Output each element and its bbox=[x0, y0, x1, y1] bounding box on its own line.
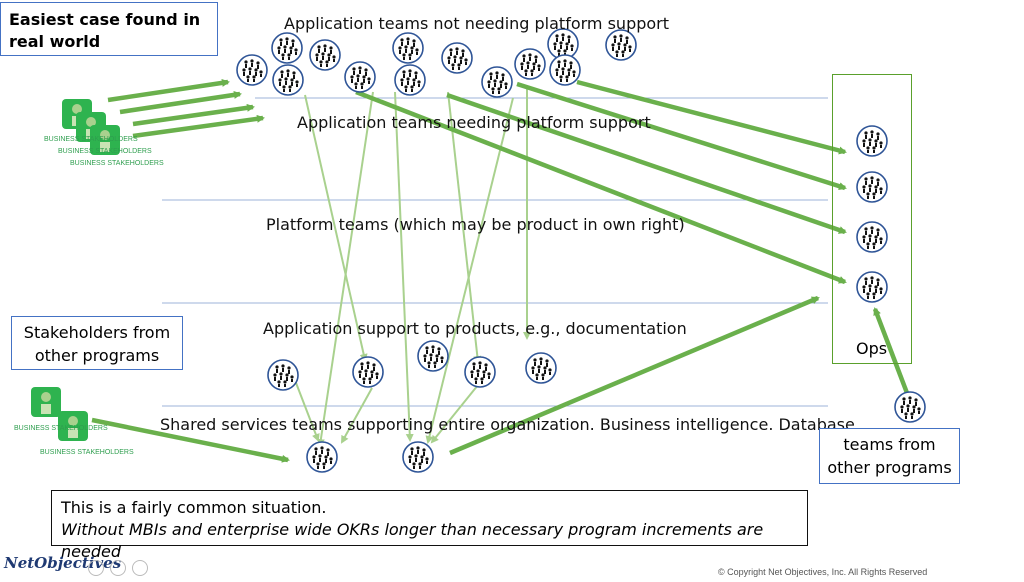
team-icon bbox=[236, 54, 268, 86]
dep-arrow bbox=[447, 91, 482, 364]
dep-arrow bbox=[394, 91, 414, 442]
shared-to-ops-arrow bbox=[449, 295, 820, 456]
dep-arrow bbox=[316, 91, 374, 447]
ops-arrow bbox=[516, 81, 847, 191]
stakeholder-label: BUSINESS STAKEHOLDERS bbox=[58, 148, 152, 155]
ops-arrow bbox=[576, 79, 847, 155]
team-icon bbox=[525, 352, 557, 384]
stakeholder-label: BUSINESS STAKEHOLDERS bbox=[70, 160, 164, 167]
teams-from-other-programs-box: teams from other programs bbox=[819, 428, 960, 484]
shared-team-icon bbox=[306, 441, 338, 473]
team-icon bbox=[417, 340, 449, 372]
note-box: This is a fairly common situation. Witho… bbox=[51, 490, 808, 561]
dep-arrow bbox=[292, 374, 320, 442]
team-icon bbox=[267, 359, 299, 391]
teams-box-line-2: other programs bbox=[827, 458, 952, 477]
note-line-1: This is a fairly common situation. bbox=[61, 498, 327, 517]
search-icon bbox=[110, 560, 126, 576]
stakeholder-label: BUSINESS STAKEHOLDERS bbox=[14, 425, 108, 432]
title-box: Easiest case found in real world bbox=[0, 2, 218, 56]
team-icon bbox=[394, 64, 426, 96]
team-icon bbox=[352, 356, 384, 388]
dep-arrow bbox=[304, 94, 368, 362]
team-icon bbox=[464, 356, 496, 388]
stakeholder-arrow bbox=[132, 103, 255, 127]
stakeholder-label: BUSINESS STAKEHOLDERS bbox=[44, 136, 138, 143]
team-icon bbox=[309, 39, 341, 71]
stakeholder-to-shared-arrow bbox=[91, 417, 290, 463]
stakeholders-box: Stakeholders from other programs bbox=[11, 316, 183, 370]
dep-arrow bbox=[341, 387, 373, 444]
band-label-application-support: Application support to products, e.g., d… bbox=[263, 319, 687, 338]
ops-box bbox=[832, 74, 912, 364]
external-team-to-ops-arrow bbox=[872, 307, 910, 394]
band-label-needing-platform: Application teams needing platform suppo… bbox=[297, 113, 651, 132]
band-label-platform-teams: Platform teams (which may be product in … bbox=[266, 215, 685, 234]
team-icon bbox=[344, 61, 376, 93]
title-line-2: real world bbox=[9, 32, 101, 51]
note-line-2: Without MBIs and enterprise wide OKRs lo… bbox=[61, 520, 764, 561]
stakeholders-line-2: other programs bbox=[34, 346, 160, 365]
team-icon bbox=[514, 48, 546, 80]
team-icon bbox=[441, 42, 473, 74]
ops-label: Ops bbox=[856, 339, 888, 358]
stakeholder-arrow bbox=[119, 90, 242, 115]
title-line-1: Easiest case found in bbox=[9, 10, 201, 29]
team-icon bbox=[272, 64, 304, 96]
dep-arrow bbox=[425, 97, 514, 444]
circle-icon bbox=[88, 560, 104, 576]
band-label-shared-services: Shared services teams supporting entire … bbox=[160, 415, 860, 434]
stakeholder-arrow bbox=[132, 114, 265, 139]
stakeholders-line-1: Stakeholders from bbox=[23, 323, 171, 342]
band-label-not-needing-platform: Application teams not needing platform s… bbox=[284, 14, 670, 33]
team-icon bbox=[392, 32, 424, 64]
ops-arrow bbox=[446, 92, 847, 235]
copyright-footer: © Copyright Net Objectives, Inc. All Rig… bbox=[718, 567, 928, 577]
teams-box-line-1: teams from bbox=[843, 435, 936, 454]
shared-team-icon bbox=[402, 441, 434, 473]
stakeholder-label: BUSINESS STAKEHOLDERS bbox=[40, 449, 134, 456]
team-icon bbox=[549, 54, 581, 86]
ops-arrow bbox=[355, 89, 847, 285]
more-icon bbox=[132, 560, 148, 576]
team-icon bbox=[271, 32, 303, 64]
team-icon bbox=[605, 29, 637, 61]
dep-arrow bbox=[430, 384, 479, 444]
stakeholder-arrow bbox=[107, 78, 230, 103]
external-team-icon bbox=[894, 391, 926, 423]
team-icon bbox=[481, 66, 513, 98]
stakeholder-icon bbox=[31, 387, 61, 417]
